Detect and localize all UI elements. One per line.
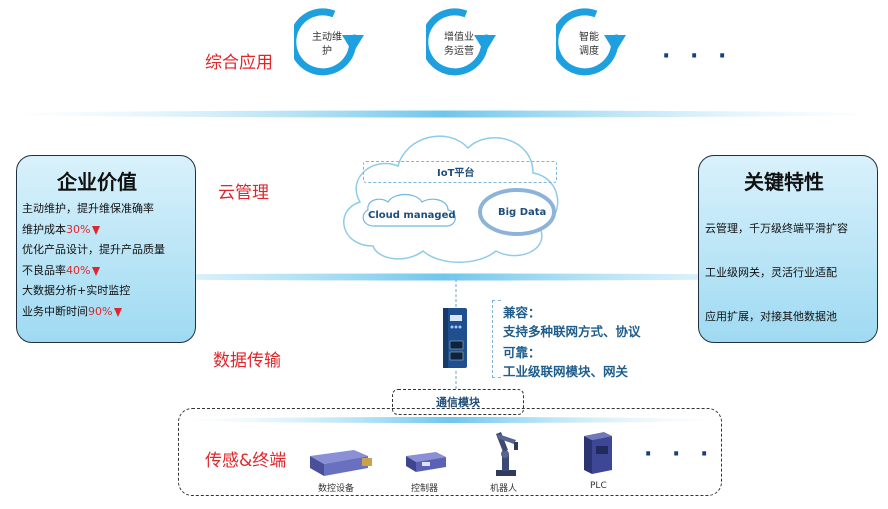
enterprise-value-item: 业务中断时间90% [22, 303, 123, 319]
key-features-title: 关键特性 [744, 170, 824, 194]
separator-line-middle [4, 273, 884, 281]
layer-label-cloud: 云管理 [218, 183, 269, 203]
key-features-panel: 关键特性 云管理，千万级终端平滑扩容 工业级网关，灵活行业适配 应用扩展，对接其… [698, 155, 878, 343]
app-label-line1: 增值业 [444, 32, 474, 43]
app-label-line2: 调度 [579, 46, 599, 57]
connector-line-vertical [455, 279, 457, 391]
reliable-text: 工业级联网模块、网关 [503, 364, 629, 379]
down-arrow-icon [92, 266, 101, 276]
enterprise-value-item: 大数据分析+实时监控 [22, 284, 131, 297]
cloud-managed-shape [362, 193, 456, 227]
metric-value: 30% [66, 223, 91, 236]
robot-arm-icon [496, 432, 518, 476]
plc-icon [584, 432, 612, 474]
metric-value: 90% [88, 305, 113, 318]
enterprise-value-item: 维护成本30% [22, 221, 101, 237]
cycle-arrow-icon [294, 8, 364, 76]
compat-title: 兼容： [503, 305, 541, 320]
down-arrow-icon [92, 225, 101, 235]
controller-icon [406, 452, 446, 472]
enterprise-value-title: 企业价值 [57, 170, 137, 194]
compat-text: 支持多种联网方式、协议 [503, 324, 641, 339]
app-label-line1: 主动维 [312, 32, 342, 43]
app-cycle-value-added: 增值业务运营 [426, 8, 502, 82]
enterprise-value-item: 优化产品设计，提升产品质量 [22, 243, 165, 256]
enterprise-value-item: 主动维护，提升维保准确率 [22, 202, 154, 215]
enterprise-value-item: 不良品率40% [22, 262, 101, 278]
key-feature-item: 云管理，千万级终端平滑扩容 [705, 222, 848, 235]
gateway-info-bracket [492, 300, 501, 378]
gateway-icon [443, 308, 467, 368]
cnc-machine-icon [310, 450, 372, 476]
device-label: 机器人 [490, 484, 518, 494]
device-label: PLC [590, 481, 607, 491]
sensing-container [178, 408, 722, 496]
key-feature-item: 工业级网关，灵活行业适配 [705, 266, 837, 279]
app-label-line2: 护 [322, 46, 332, 57]
comm-module-box: 通信模块 [392, 389, 524, 415]
cycle-arrow-icon [426, 8, 496, 76]
enterprise-value-panel: 企业价值 主动维护，提升维保准确率 维护成本30% 优化产品设计，提升产品质量 … [16, 155, 196, 343]
separator-line-top [4, 110, 884, 118]
iot-platform-label: IoT平台 [437, 168, 475, 179]
device-ellipsis: · · · [644, 442, 715, 467]
separator-line-bottom [182, 417, 718, 423]
layer-label-sensing: 传感&终端 [205, 451, 287, 471]
metric-value: 40% [66, 264, 91, 277]
device-label: 数控设备 [318, 484, 355, 494]
big-data-label: Big Data [498, 207, 547, 218]
reliable-title: 可靠： [503, 345, 541, 360]
down-arrow-icon [114, 307, 123, 317]
layer-label-application: 综合应用 [205, 53, 273, 73]
device-label: 控制器 [411, 484, 439, 494]
key-feature-item: 应用扩展，对接其他数据池 [705, 310, 837, 323]
app-ellipsis: · · · [662, 44, 733, 69]
cycle-arrow-icon [556, 8, 626, 76]
cloud-managed-label: Cloud managed [368, 210, 456, 221]
comm-module-label: 通信模块 [436, 396, 480, 409]
layer-label-transport: 数据传输 [213, 351, 281, 371]
app-cycle-scheduling: 智能调度 [556, 8, 632, 82]
app-cycle-maintenance: 主动维护 [294, 8, 370, 82]
iot-platform-box [363, 161, 557, 183]
app-label-line2: 务运营 [444, 46, 474, 57]
app-label-line1: 智能 [579, 32, 599, 43]
big-data-shape [478, 188, 556, 236]
